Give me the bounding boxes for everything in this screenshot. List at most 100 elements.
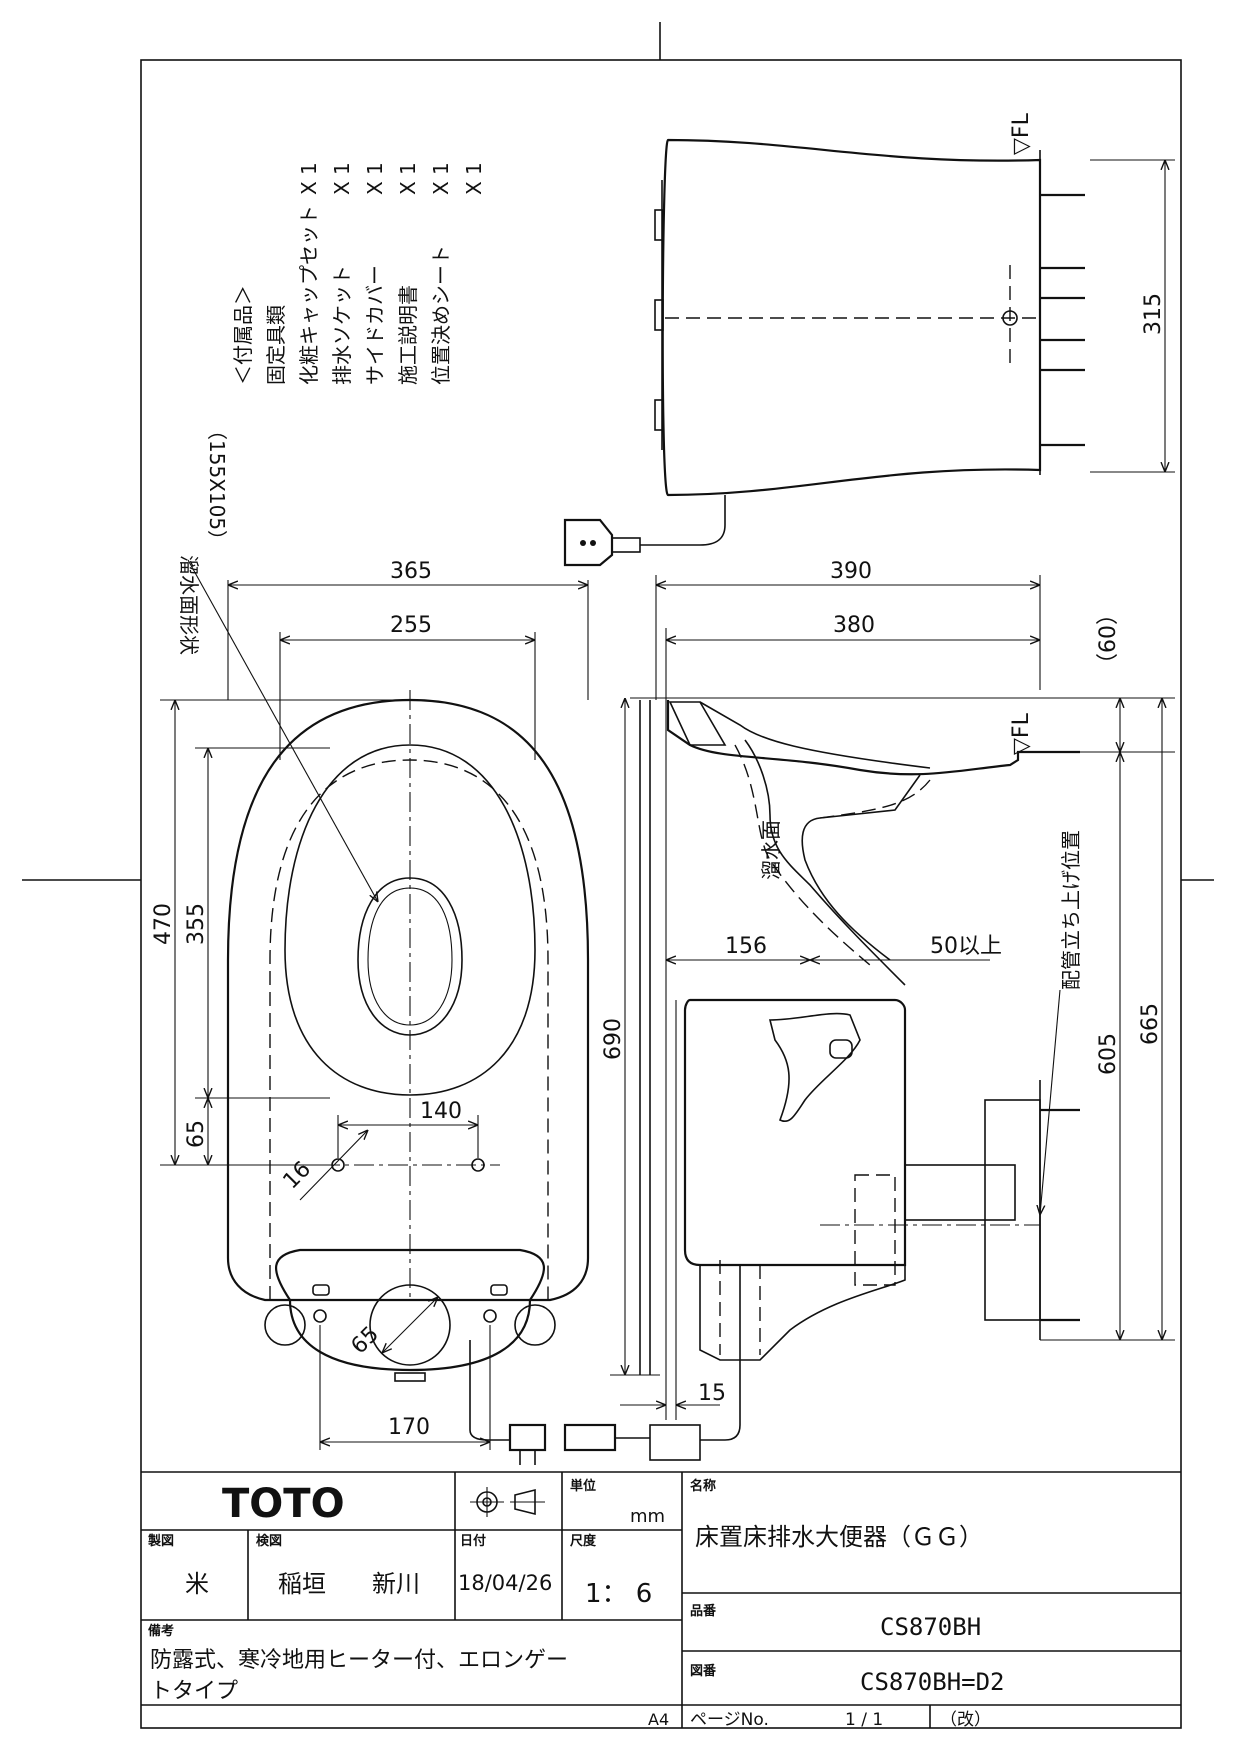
dim-156-label: 156 bbox=[725, 934, 767, 959]
cap-slot bbox=[490, 1284, 508, 1296]
outlet-plug-icon bbox=[508, 1423, 547, 1452]
accessory-item: 固定具類 bbox=[264, 305, 288, 385]
heater-port bbox=[394, 1372, 426, 1382]
cap-slot bbox=[312, 1284, 330, 1296]
accessory-item: 化粧キャップセット bbox=[297, 205, 321, 385]
drain-socket bbox=[904, 1164, 1016, 1221]
revision-label: （改） bbox=[940, 1710, 991, 1730]
checked-value-2: 新川 bbox=[372, 1570, 420, 1598]
tank-lever bbox=[768, 1012, 861, 1122]
date-value: 18/04/26 bbox=[458, 1571, 552, 1595]
dim-255-label: 255 bbox=[390, 613, 432, 638]
trap-dashed-2 bbox=[819, 779, 931, 819]
side-base bbox=[699, 1265, 906, 1361]
seat-ring bbox=[668, 701, 727, 746]
remarks-line-1: 防露式、寒冷地用ヒーター付、エロンゲー bbox=[150, 1648, 568, 1673]
dim-690-label: 690 bbox=[601, 1018, 626, 1060]
water-surface-size-label: （155X105） bbox=[205, 420, 229, 550]
accessory-item: 排水ソケット bbox=[330, 265, 354, 385]
floor-flange bbox=[984, 1099, 1041, 1321]
pipe-position-label: 配管立ち上げ位置 bbox=[1059, 830, 1083, 990]
dim-605-label: 605 bbox=[1096, 1033, 1121, 1075]
fl-top-label: ▽FL bbox=[1009, 112, 1034, 155]
accessory-qty: X 1 bbox=[429, 162, 453, 195]
bowl-rim bbox=[284, 744, 536, 1096]
tank-tab bbox=[654, 399, 664, 431]
unit-label: 単位 bbox=[570, 1478, 596, 1494]
paper-size-label: A4 bbox=[648, 1710, 669, 1729]
toilet-outline bbox=[226, 698, 590, 1302]
remarks-line-2: トタイプ bbox=[150, 1679, 238, 1704]
dim-665-label: 665 bbox=[1138, 1003, 1163, 1045]
cable-grip bbox=[611, 537, 641, 553]
drawing-no-label: 図番 bbox=[690, 1663, 717, 1679]
fl-side-label: ▽FL bbox=[1009, 712, 1034, 755]
controller-box bbox=[649, 1424, 701, 1461]
bowl-dashed-outline bbox=[269, 759, 549, 1300]
dim-65-label: 65 bbox=[184, 1120, 209, 1148]
accessory-qty: X 1 bbox=[297, 162, 321, 195]
accessory-item: サイドカバー bbox=[363, 265, 387, 385]
tank-tab bbox=[654, 209, 664, 241]
sheet-border bbox=[140, 59, 1182, 1729]
accessory-item: 施工説明書 bbox=[396, 285, 420, 385]
tank-button bbox=[829, 1039, 853, 1059]
accessory-qty: X 1 bbox=[462, 162, 486, 195]
dim-365-label: 365 bbox=[390, 559, 432, 584]
dim-16-leader bbox=[299, 1130, 368, 1201]
water-surface-label: 溜水面 bbox=[759, 820, 783, 880]
checked-label: 検図 bbox=[256, 1533, 282, 1549]
accessory-qty: X 1 bbox=[363, 162, 387, 195]
dim-60-label: （60） bbox=[1096, 603, 1121, 675]
side-boss bbox=[264, 1304, 306, 1346]
accessory-qty: X 1 bbox=[396, 162, 420, 195]
drain-dashed bbox=[854, 1174, 896, 1286]
drawn-label: 製図 bbox=[147, 1533, 174, 1549]
rear-pipe-icon bbox=[1002, 310, 1018, 326]
date-label: 日付 bbox=[460, 1533, 486, 1549]
leader-water-surface bbox=[187, 559, 378, 902]
bolt-hole-icon bbox=[483, 1309, 497, 1323]
side-cable bbox=[700, 1265, 741, 1441]
product-name: 床置床排水大便器（ＧＧ） bbox=[695, 1523, 983, 1551]
title-block: TOTO 単位 mm 名称 床置床排水大便器（ＧＧ） 製図 米 検図 稲垣 新川… bbox=[141, 1471, 1181, 1730]
side-view: 390 380 bbox=[469, 559, 1175, 1465]
dim-315-label: 315 bbox=[1141, 293, 1166, 335]
plug-pin bbox=[580, 540, 586, 546]
tank-body bbox=[683, 998, 907, 1267]
dim-140-label: 140 bbox=[420, 1099, 462, 1124]
accessory-item: 位置決めシート bbox=[429, 245, 453, 385]
scale-label: 尺度 bbox=[570, 1533, 597, 1549]
side-boss bbox=[514, 1304, 556, 1346]
name-label: 名称 bbox=[690, 1478, 716, 1494]
scale-value: 1： 6 bbox=[585, 1579, 652, 1609]
trap-way-inner bbox=[801, 774, 921, 961]
dim-390-label: 390 bbox=[830, 559, 872, 584]
tank-tab bbox=[654, 299, 664, 331]
dim-470-label: 470 bbox=[151, 903, 176, 945]
rear-view: ▽FL 315 bbox=[563, 112, 1175, 567]
dim-170-label: 170 bbox=[388, 1415, 430, 1440]
drain-outlet bbox=[369, 1284, 451, 1366]
projection-symbol-icon bbox=[470, 1487, 545, 1517]
product-no-value: CS870BH bbox=[880, 1613, 981, 1641]
checked-value-1: 稲垣 bbox=[278, 1570, 326, 1598]
trap-way bbox=[744, 739, 906, 986]
dim-15-label: 15 bbox=[698, 1381, 726, 1406]
accessories-list: ＜付属品＞ 固定具類 化粧キャップセット 排水ソケット サイドカバー 施工説明書… bbox=[231, 162, 486, 385]
dim-65b-label: 65 bbox=[347, 1322, 384, 1359]
base-cable bbox=[469, 1340, 510, 1441]
power-plug-icon bbox=[563, 518, 614, 567]
toto-logo: TOTO bbox=[222, 1481, 345, 1527]
page-value: 1 / 1 bbox=[845, 1710, 883, 1730]
product-no-label: 品番 bbox=[690, 1603, 717, 1619]
dim-355-label: 355 bbox=[184, 903, 209, 945]
dim-380-label: 380 bbox=[833, 613, 875, 638]
side-base-dashed bbox=[719, 1260, 761, 1355]
dim-65-dia bbox=[382, 1297, 438, 1353]
water-surface-shape-label: 溜水面形状 bbox=[177, 555, 201, 655]
pipe-position-leader bbox=[1040, 989, 1061, 1215]
accessory-qty: X 1 bbox=[330, 162, 354, 195]
power-cable bbox=[640, 495, 726, 546]
